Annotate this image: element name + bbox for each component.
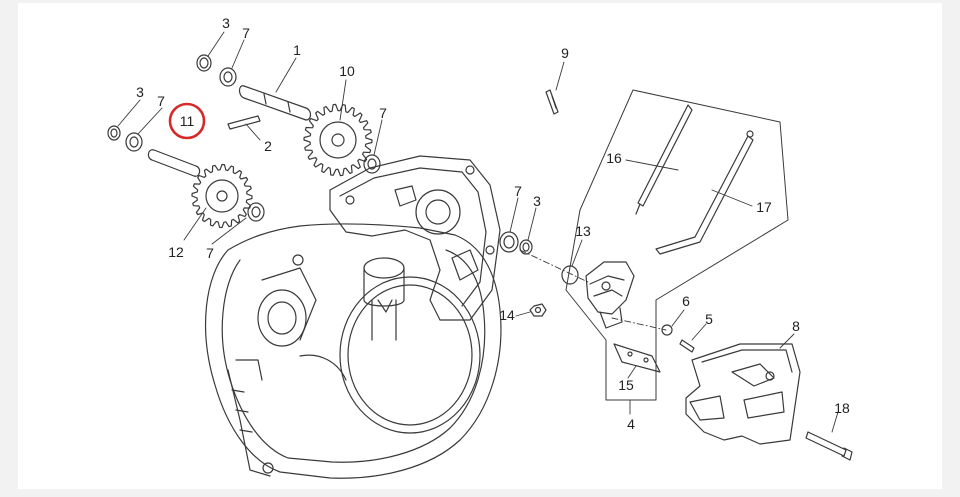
- label-3-left: 3: [136, 84, 144, 100]
- label-12: 12: [168, 244, 184, 260]
- part-9-clip: [545, 89, 559, 115]
- label-8: 8: [792, 318, 800, 334]
- label-7-bottom: 7: [206, 245, 214, 261]
- label-4: 4: [627, 416, 635, 432]
- part-1-shaft: [238, 85, 312, 121]
- part-7-washer-mid: [499, 231, 519, 253]
- label-17: 17: [756, 199, 772, 215]
- label-7-left: 7: [157, 93, 165, 109]
- label-10: 10: [339, 63, 355, 79]
- label-3-mid: 3: [533, 193, 541, 209]
- part-7-washer-right: [363, 154, 381, 174]
- label-13: 13: [575, 223, 591, 239]
- label-18: 18: [834, 400, 850, 416]
- part-3-circlip-mid: [519, 239, 533, 255]
- part-7-lower-washer: [125, 132, 143, 152]
- part-6-washer: [661, 324, 673, 336]
- label-1: 1: [293, 42, 301, 58]
- pump-assembly-outline: [565, 89, 789, 401]
- part-7-upper-washer: [219, 67, 237, 87]
- label-6: 6: [682, 293, 690, 309]
- part-8-cover: [685, 343, 801, 445]
- highlight-ring-part-11: [168, 102, 206, 140]
- part-3-lower-circlip: [107, 125, 121, 141]
- part-2-dowel: [227, 115, 261, 130]
- part-3-upper-circlip: [196, 54, 212, 72]
- label-2: 2: [264, 138, 272, 154]
- part-10-gear: [303, 103, 373, 177]
- part-11-pin: [147, 149, 201, 177]
- callout-labels: 3 7 1 10 9 3 7 11 2 7 16 17 7 3 13 12 7 …: [136, 15, 850, 432]
- leader-lines: [117, 31, 839, 433]
- pump-body: [585, 261, 635, 329]
- label-14: 14: [499, 307, 515, 323]
- part-16-pushrod: [635, 104, 693, 215]
- part-7-washer-bottom: [247, 202, 265, 222]
- label-7-mid: 7: [514, 183, 522, 199]
- clutch-cover-casing: [204, 223, 502, 479]
- label-9: 9: [561, 45, 569, 61]
- label-11: 11: [180, 113, 195, 129]
- part-5-bolt: [679, 339, 695, 353]
- part-15-plate: [613, 343, 661, 373]
- part-12-gear: [191, 163, 253, 229]
- crankcase-housing: [329, 155, 501, 321]
- part-14-nut: [529, 303, 547, 317]
- label-5: 5: [705, 311, 713, 327]
- label-7-top: 7: [242, 25, 250, 41]
- part-18-long-bolt: [805, 431, 853, 461]
- diagram-canvas: [18, 3, 942, 489]
- part-17-long-rod: [655, 130, 754, 255]
- label-15: 15: [618, 377, 634, 393]
- label-3-top: 3: [222, 15, 230, 31]
- label-7-gear: 7: [379, 105, 387, 121]
- label-16: 16: [606, 150, 622, 166]
